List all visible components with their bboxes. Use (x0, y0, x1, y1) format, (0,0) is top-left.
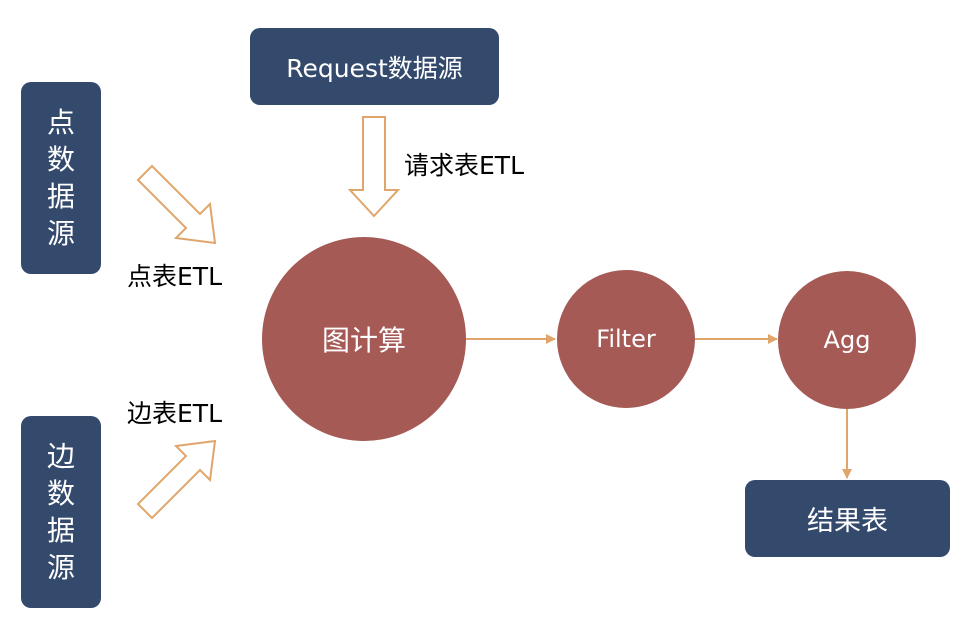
filter-label: Filter (596, 325, 656, 353)
edge-data-source: 边 数 据 源 (21, 416, 101, 608)
request-source-label: Request数据源 (286, 53, 463, 83)
point-source-char: 点 (46, 106, 75, 139)
edge-etl-label: 边表ETL (127, 399, 222, 428)
point-source-char: 源 (46, 217, 75, 250)
edge-source-char: 边 (46, 440, 75, 473)
point-etl-arrow (136, 164, 217, 245)
point-source-char: 数 (46, 143, 75, 176)
edge-etl-arrow (136, 439, 217, 520)
edge-source-char: 数 (46, 477, 75, 510)
result-table: 结果表 (745, 480, 950, 557)
edge-source-char: 据 (46, 514, 75, 547)
graph-compute-label: 图计算 (321, 324, 406, 357)
point-data-source: 点 数 据 源 (21, 82, 101, 274)
graph-compute-node: 图计算 (262, 237, 466, 441)
agg-label: Agg (823, 326, 871, 354)
request-data-source: Request数据源 (250, 28, 499, 105)
request-etl-arrow (347, 116, 401, 218)
edge-source-char: 源 (46, 551, 75, 584)
point-etl-label: 点表ETL (127, 262, 222, 291)
filter-node: Filter (557, 270, 695, 408)
point-source-char: 据 (46, 180, 75, 213)
agg-node: Agg (778, 271, 916, 409)
result-table-label: 结果表 (807, 506, 888, 537)
request-etl-label: 请求表ETL (404, 151, 524, 180)
